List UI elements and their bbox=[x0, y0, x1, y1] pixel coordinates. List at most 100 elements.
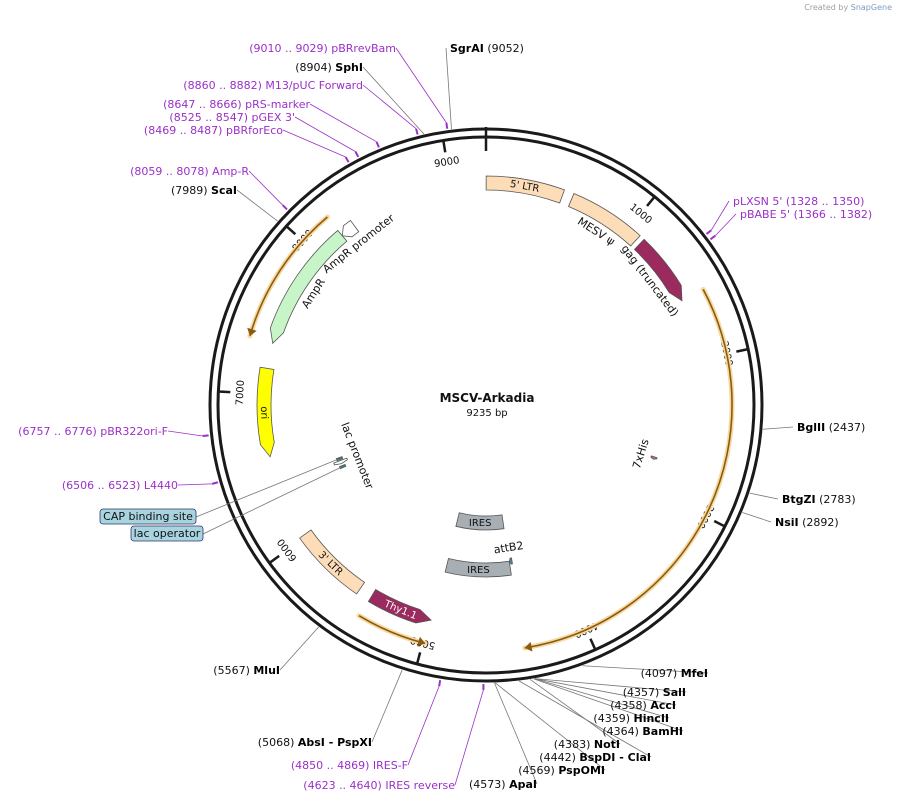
range-hincii-22: (4359) bbox=[593, 712, 633, 725]
feature-label-lac-promoter-10: lac promoter bbox=[338, 421, 376, 492]
orf-arc-2 bbox=[249, 216, 328, 337]
orf-arrowhead-2 bbox=[247, 327, 257, 336]
credit-brand: SnapGene bbox=[850, 3, 892, 12]
tick-mark-5000 bbox=[415, 652, 422, 665]
label-scai-8: (7989) ScaI bbox=[171, 184, 237, 197]
orf-arcs bbox=[247, 214, 735, 652]
range-apai-17: (4573) bbox=[469, 778, 509, 791]
primer-mark-m13-puc-forward-3 bbox=[415, 128, 419, 135]
feature-label-attb2-6: attB2 bbox=[493, 539, 525, 557]
name-mlui-13: MluI bbox=[253, 664, 280, 677]
range-sphi-2: (8904) bbox=[295, 61, 335, 74]
tick-mark-7000 bbox=[218, 390, 231, 394]
label-nsii-26: NsiI (2892) bbox=[775, 516, 839, 529]
label-bspdi-clai-19: (4442) BspDI - ClaI bbox=[539, 751, 651, 764]
orf-arrowhead-1 bbox=[417, 636, 426, 647]
tick-mark-1000 bbox=[646, 195, 656, 207]
leader-amp-r-7 bbox=[248, 170, 284, 206]
box-lac-operator-12 bbox=[130, 525, 204, 542]
leader-sgrai-1 bbox=[445, 47, 452, 130]
orf-glow-0 bbox=[522, 286, 735, 651]
label-mlui-13: (5567) MluI bbox=[213, 664, 280, 677]
feature-thy1-1-7 bbox=[367, 588, 432, 624]
tick-mark-8000 bbox=[285, 225, 297, 236]
label-btgzi-27: BtgZI (2783) bbox=[782, 493, 856, 506]
primer-mark-pbabe-5-30 bbox=[709, 234, 716, 241]
leader-pbr322ori-f-9 bbox=[167, 430, 203, 437]
leader-prs-marker-4 bbox=[309, 103, 377, 143]
label-l4440-10: (6506 .. 6523) L4440 bbox=[62, 479, 178, 492]
label-pbrrevbam-0: (9010 .. 9029) pBRrevBam bbox=[249, 42, 396, 55]
range-btgzi-27: (2783) bbox=[816, 493, 856, 506]
leader-l4440-10 bbox=[177, 483, 213, 486]
label-lac-operator-12: lac operator bbox=[134, 527, 201, 540]
tick-label-7000: 7000 bbox=[235, 380, 247, 406]
leader-pbrrevbam-0 bbox=[395, 47, 447, 123]
primer-mark-plxsn-5-29 bbox=[705, 229, 712, 235]
label-sphi-2: (8904) SphI bbox=[295, 61, 363, 74]
name-bglii-28: BglII bbox=[797, 421, 825, 434]
label-sali-24: (4357) SalI bbox=[623, 686, 686, 699]
tick-mark-9000 bbox=[442, 140, 447, 153]
feature-label-5-ltr-0: 5' LTR bbox=[509, 179, 540, 195]
label-pbrforeco-6: (8469 .. 8487) pBRforEco bbox=[144, 124, 283, 137]
feature-mesv-psi-1 bbox=[567, 193, 641, 247]
backbone-outer bbox=[208, 127, 764, 683]
leader-pbrforeco-6 bbox=[282, 129, 346, 158]
label-pbr322ori-f-9: (6757 .. 6776) pBR322ori-F bbox=[18, 425, 168, 438]
primer-mark-pbr322ori-f-9 bbox=[202, 434, 209, 438]
leader-bglii-28 bbox=[762, 426, 794, 430]
label-ires-reverse-16: (4623 .. 4640) IRES reverse bbox=[303, 779, 455, 792]
feature-lac-promoter-10 bbox=[333, 457, 348, 466]
range-nsii-26: (2892) bbox=[799, 516, 839, 529]
leader-pgex-3-5 bbox=[294, 116, 356, 152]
name-sali-24: SalI bbox=[663, 686, 686, 699]
feature-label-7xhis-3: 7xHis bbox=[630, 437, 652, 470]
name-bspdi-clai-19: BspDI - ClaI bbox=[579, 751, 651, 764]
primer-mark-pgex-3-5 bbox=[354, 151, 360, 158]
label-pspomi-18: (4569) PspOMI bbox=[518, 764, 605, 777]
name-sgrai-1: SgrAI bbox=[450, 42, 484, 55]
label-ires-f-15: (4850 .. 4869) IRES-F bbox=[291, 759, 408, 772]
primer-mark-prs-marker-4 bbox=[375, 141, 380, 148]
feature-label-ires-5: IRES bbox=[467, 565, 490, 576]
name-nsii-26: NsiI bbox=[775, 516, 799, 529]
label-pbabe-5-30: pBABE 5' (1366 .. 1382) bbox=[740, 208, 872, 221]
tick-mark-2000 bbox=[736, 347, 749, 353]
range-mfei-25: (4097) bbox=[641, 667, 681, 680]
range-mlui-13: (5567) bbox=[213, 664, 253, 677]
primer-mark-amp-r-7 bbox=[282, 204, 288, 211]
leader-lac-operator-12 bbox=[202, 466, 341, 535]
tick-label-9000: 9000 bbox=[433, 155, 460, 170]
tick-mark-6000 bbox=[268, 554, 280, 564]
plasmid-name: MSCV-Arkadia bbox=[440, 391, 535, 405]
feature-3-ltr-8 bbox=[299, 529, 366, 595]
backbone bbox=[208, 127, 764, 683]
label-noti-20: (4383) NotI bbox=[554, 738, 620, 751]
leader-nsii-26 bbox=[742, 512, 772, 523]
label-prs-marker-4: (8647 .. 8666) pRS-marker bbox=[163, 98, 310, 111]
plasmid-length: 9235 bp bbox=[466, 408, 507, 419]
orf-arc-0 bbox=[524, 289, 733, 649]
tick-mark-3000 bbox=[713, 519, 726, 528]
feature-7xhis-3 bbox=[650, 455, 658, 460]
label-pgex-3-5: (8525 .. 8547) pGEX 3' bbox=[169, 111, 295, 124]
box-cap-binding-site-11 bbox=[99, 508, 197, 525]
credit-prefix: Created by bbox=[804, 3, 849, 12]
snapgene-credit: Created by SnapGene bbox=[804, 3, 892, 12]
range-sali-24: (4357) bbox=[623, 686, 663, 699]
leader-hincii-22 bbox=[534, 678, 670, 719]
label-plxsn-5-29: pLXSN 5' (1328 .. 1350) bbox=[733, 195, 864, 208]
range-acci-23: (4358) bbox=[610, 699, 650, 712]
leader-apai-17 bbox=[494, 682, 538, 785]
name-apai-17: ApaI bbox=[509, 778, 537, 791]
feature-label-ori-12: ori bbox=[258, 406, 269, 419]
primer-mark-l4440-10 bbox=[211, 481, 219, 485]
name-sphi-2: SphI bbox=[335, 61, 363, 74]
label-bglii-28: BglII (2437) bbox=[797, 421, 865, 434]
feature-label-ires-4: IRES bbox=[469, 518, 492, 529]
label-hincii-22: (4359) HincII bbox=[593, 712, 669, 725]
label-acci-23: (4358) AccI bbox=[610, 699, 676, 712]
leader-noti-20 bbox=[529, 679, 621, 745]
